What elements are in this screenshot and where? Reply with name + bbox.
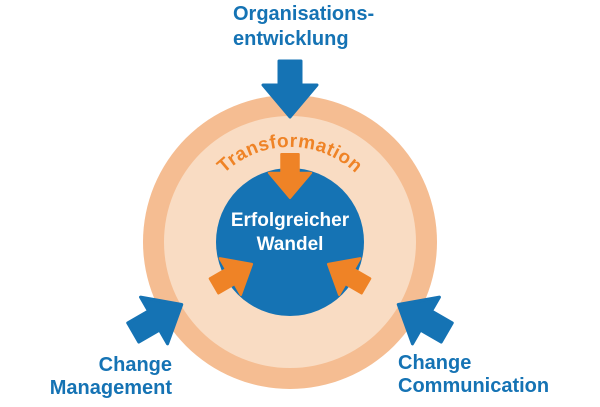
erfolgreicher-wandel-label: Erfolgreicher Wandel (180, 209, 400, 257)
change-communication-line2: Communication (398, 375, 550, 397)
organisationsentwicklung-line2: entwicklung (233, 28, 349, 50)
organisationsentwicklung-label: Organisations- entwicklung (233, 2, 374, 52)
change-communication-label: Change Communication (398, 352, 549, 398)
organisationsentwicklung-line1: Organisations- (233, 3, 375, 25)
change-management-line2: Management (49, 377, 172, 399)
change-communication-line1: Change (398, 352, 472, 374)
erfolgreicher-wandel-line2: Wandel (256, 234, 324, 255)
change-management-line1: Change (98, 354, 172, 376)
erfolgreicher-wandel-line1: Erfolgreicher (230, 210, 350, 231)
center-circle (216, 168, 364, 316)
change-management-label: Change Management (50, 354, 172, 400)
